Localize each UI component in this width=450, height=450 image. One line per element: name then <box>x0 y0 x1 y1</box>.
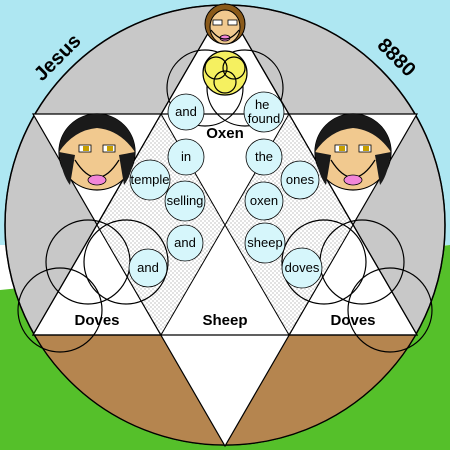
svg-text:selling: selling <box>167 193 204 208</box>
halo-icon <box>202 50 248 96</box>
bottom-label-right: Doves <box>330 312 375 329</box>
svg-text:in: in <box>181 149 191 164</box>
svg-text:temple: temple <box>130 172 169 187</box>
top-face-icon <box>204 3 246 45</box>
word-bubble-right-1: he found <box>243 91 285 133</box>
word-bubble-left-6: and <box>128 248 168 288</box>
svg-text:oxen: oxen <box>250 193 278 208</box>
top-point-arcs <box>166 49 284 127</box>
svg-text:and: and <box>175 104 197 119</box>
word-he-found: he found <box>248 97 281 126</box>
word-bubble-right-3: ones <box>280 160 320 200</box>
left-face-icon <box>58 113 136 191</box>
svg-text:the: the <box>255 149 273 164</box>
right-face-icon <box>314 113 392 191</box>
bottom-label-left: Doves <box>74 312 119 329</box>
svg-text:and: and <box>137 260 159 275</box>
word-bubble-left-3: temple <box>129 159 171 201</box>
word-bubble-right-2: the <box>245 138 283 176</box>
word-bubble-right-6: doves <box>281 247 323 289</box>
center-label: Oxen <box>206 125 244 142</box>
svg-text:and: and <box>174 235 196 250</box>
bottom-label-center: Sheep <box>202 312 247 329</box>
word-bubble-left-4: selling <box>164 180 206 222</box>
word-bubble-left-2: in <box>167 138 205 176</box>
svg-text:sheep: sheep <box>247 235 282 250</box>
word-bubble-left-1: and <box>167 93 205 131</box>
svg-text:ones: ones <box>286 172 315 187</box>
word-bubble-left-5: and <box>166 224 204 262</box>
word-bubble-right-4: oxen <box>244 181 284 221</box>
word-bubble-right-5: sheep <box>244 222 286 264</box>
svg-text:doves: doves <box>285 260 320 275</box>
